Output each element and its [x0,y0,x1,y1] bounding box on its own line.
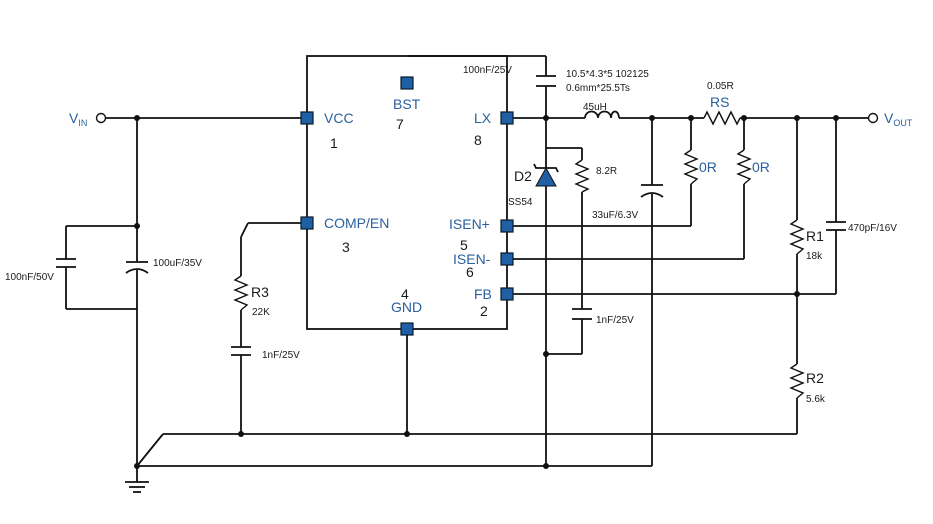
lx-pin-number: 8 [474,132,482,148]
components [56,75,846,493]
fb-pin [500,287,514,301]
junction-dot [794,115,800,121]
vout-label: VOUT [884,110,913,128]
rs-resistor [703,110,741,126]
labels: VCC 1 BST 7 LX 8 COMP/EN 3 ISEN+ 5 ISEN-… [5,65,913,405]
ground-symbol-icon [125,481,149,493]
r3-value: 22K [252,307,270,318]
rs-label: RS [710,94,729,110]
bst-cap-value: 100nF/25V [463,65,512,76]
r1-value: 18k [806,251,823,262]
vout-terminal [867,112,879,124]
cin-small-capacitor [56,258,76,268]
junction-dot [238,431,244,437]
cin-bulk-capacitor [125,261,149,274]
isenp-pin-number: 5 [460,237,468,253]
bst-pin-label: BST [393,96,421,112]
cff-capacitor [826,221,846,231]
gnd-return-diagonal [136,433,164,467]
inductor [584,110,620,119]
fb-pin-label: FB [474,286,492,302]
comp-cap-value: 1nF/25V [262,350,300,361]
gnd-pin-label: GND [391,299,422,315]
junction-dot [649,115,655,121]
junction-dots [134,115,839,469]
cout-value: 33uF/6.3V [592,210,638,221]
snubber-c-value: 1nF/25V [596,315,634,326]
isenp-pin [500,219,514,233]
junction-dot [134,115,140,121]
junction-dot [543,463,549,469]
snubber-r-value: 8.2R [596,166,617,177]
bst-capacitor [536,75,556,87]
vin-label: VIN [69,110,87,128]
bst-pin [400,76,414,90]
isenm-0r-label: 0R [752,159,770,175]
junction-dot [404,431,410,437]
ic-pins [300,76,514,336]
cff-value: 470pF/16V [848,223,897,234]
junction-dot [688,115,694,121]
d2-label: D2 [514,168,532,184]
isenm-pin-number: 6 [466,264,474,280]
vcc-pin-label: VCC [324,110,354,126]
inductor-spec-line1: 10.5*4.3*5 102125 [566,69,649,80]
terminals [95,112,879,124]
isenm-0r-resistor [736,149,752,185]
vcc-pin [300,111,314,125]
inductor-spec-line2: 0.6mm*25.5Ts [566,83,630,94]
junction-dot [134,463,140,469]
isenp-0r-resistor [683,149,699,185]
inductor-value: 45uH [583,102,607,113]
junction-dot [543,115,549,121]
comp-pin-number: 3 [342,239,350,255]
cout-capacitor [640,184,664,198]
d2-diode [533,163,559,187]
isenp-0r-label: 0R [699,159,717,175]
vcc-pin-number: 1 [330,135,338,151]
comp-wire-bend [240,222,249,238]
wires [65,55,869,482]
comp-capacitor [231,346,251,356]
snubber-resistor [574,159,590,193]
junction-dot [741,115,747,121]
cin-bulk-value: 100uF/35V [153,258,202,269]
r3-label: R3 [251,284,269,300]
cin-small-value: 100nF/50V [5,272,54,283]
r2-value: 5.6k [806,394,826,405]
junction-dot [134,223,140,229]
comp-pin [300,216,314,230]
isenm-pin [500,252,514,266]
comp-pin-label: COMP/EN [324,215,389,231]
gnd-pin-number: 4 [401,286,409,302]
junction-dot [833,115,839,121]
lx-pin-label: LX [474,110,492,126]
bst-pin-number: 7 [396,116,404,132]
junction-dot [794,291,800,297]
isenm-pin-label: ISEN- [453,251,491,267]
r1-label: R1 [806,228,824,244]
junction-dot [543,351,549,357]
fb-pin-number: 2 [480,303,488,319]
snubber-capacitor [572,308,592,320]
gnd-pin [400,322,414,336]
r2-resistor [789,363,805,399]
isenp-pin-label: ISEN+ [449,216,490,232]
r3-resistor [233,275,249,311]
r2-label: R2 [806,370,824,386]
r1-resistor [789,219,805,255]
vin-terminal [95,112,107,124]
d2-part: SS54 [508,197,533,208]
lx-pin [500,111,514,125]
rs-value: 0.05R [707,81,734,92]
